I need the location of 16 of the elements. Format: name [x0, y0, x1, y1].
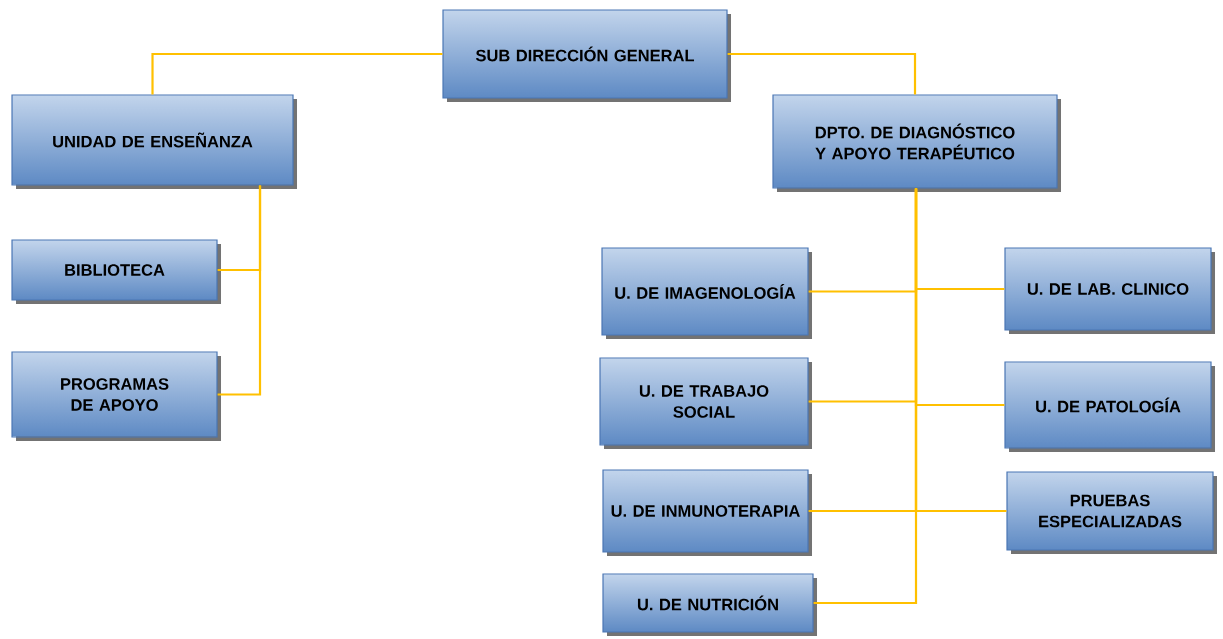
org-box: PROGRAMAS DE APOYO: [11, 351, 221, 441]
org-box: PRUEBAS ESPECIALIZADAS: [1006, 471, 1217, 554]
org-box: UNIDAD DE ENSEÑANZA: [11, 94, 297, 189]
org-box: BIBLIOTECA: [11, 239, 221, 304]
org-box: U. DE TRABAJO SOCIAL: [599, 357, 812, 449]
connector-line: [217, 185, 262, 396]
org-box: U. DE NUTRICIÓN: [602, 573, 817, 636]
org-box: SUB DIRECCIÓN GENERAL: [442, 9, 731, 102]
connector-line: [151, 52, 443, 95]
org-box: U. DE INMUNOTERAPIA: [602, 469, 812, 556]
connector-line: [813, 188, 918, 605]
org-box: U. DE PATOLOGÍA: [1004, 361, 1215, 452]
org-box: U. DE IMAGENOLOGÍA: [601, 247, 812, 339]
org-box: DPTO. DE DIAGNÓSTICO Y APOYO TERAPÉUTICO: [772, 94, 1061, 192]
org-box: U. DE LAB. CLINICO: [1004, 247, 1215, 334]
connector-line: [727, 52, 917, 95]
